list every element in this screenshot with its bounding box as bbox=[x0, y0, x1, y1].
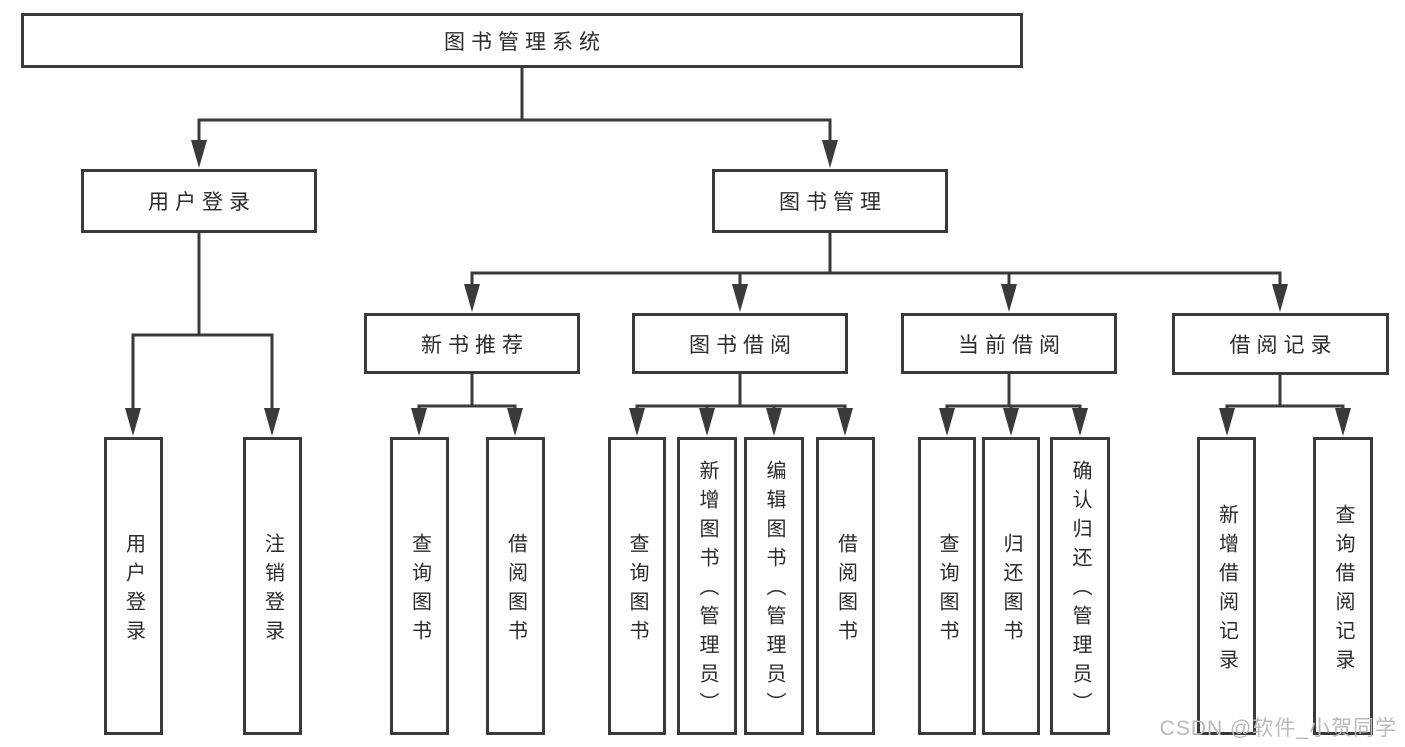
leaf-user-login: 用户登录 bbox=[104, 437, 163, 735]
node-current-borrow-label: 当前借阅 bbox=[958, 333, 1066, 357]
node-book-management-label: 图书管理 bbox=[779, 191, 887, 214]
node-user-login: 用户登录 bbox=[81, 169, 317, 233]
node-new-book-recommend-label: 新书推荐 bbox=[421, 333, 529, 357]
arrowhead-current-borrow bbox=[1001, 284, 1017, 312]
arrowhead-b2 bbox=[507, 408, 523, 436]
node-library-system: 图书管理系统 bbox=[21, 13, 1023, 68]
leaf-borrow-books-2: 借阅图书 bbox=[816, 437, 875, 735]
leaf-borrow-books-1: 借阅图书 bbox=[486, 437, 545, 735]
leaf-logout: 注销登录 bbox=[243, 437, 302, 735]
leaf-add-borrow-record: 新增借阅记录 bbox=[1197, 437, 1256, 735]
arrowhead-c3 bbox=[766, 408, 782, 436]
csdn-watermark: CSDN @软件_小贺同学 bbox=[1159, 717, 1397, 740]
leaf-query-books-1: 查询图书 bbox=[390, 437, 449, 735]
node-book-borrow-label: 图书借阅 bbox=[689, 333, 797, 357]
node-library-system-label: 图书管理系统 bbox=[444, 30, 606, 54]
node-book-management: 图书管理 bbox=[712, 169, 948, 233]
arrowhead-e2 bbox=[1335, 408, 1351, 436]
arrowhead-leaf-login bbox=[125, 408, 141, 436]
node-user-login-label: 用户登录 bbox=[148, 191, 256, 214]
arrowhead-c4 bbox=[837, 408, 853, 436]
node-new-book-recommend: 新书推荐 bbox=[364, 313, 580, 374]
arrowhead-c1 bbox=[629, 408, 645, 436]
leaf-edit-books-admin: 编辑图书（管理员） bbox=[744, 437, 804, 735]
leaf-query-books-3: 查询图书 bbox=[918, 437, 976, 735]
arrowhead-d3 bbox=[1072, 408, 1088, 436]
arrowhead-book-borrow bbox=[732, 284, 748, 312]
arrowhead-user-login bbox=[191, 140, 207, 168]
arrowhead-b1 bbox=[411, 408, 427, 436]
leaf-add-books-admin: 新增图书（管理员） bbox=[677, 437, 737, 735]
leaf-query-borrow-record: 查询借阅记录 bbox=[1313, 437, 1373, 735]
node-book-borrow: 图书借阅 bbox=[632, 313, 848, 374]
arrowhead-book-management bbox=[822, 140, 838, 168]
arrowhead-e1 bbox=[1219, 408, 1235, 436]
arrowhead-d1 bbox=[939, 408, 955, 436]
node-current-borrow: 当前借阅 bbox=[901, 313, 1117, 374]
leaf-query-books-2: 查询图书 bbox=[608, 437, 666, 735]
arrowhead-new-book bbox=[464, 284, 480, 312]
arrowhead-c2 bbox=[699, 408, 715, 436]
leaf-confirm-return-admin: 确认归还（管理员） bbox=[1050, 437, 1110, 735]
node-borrow-record: 借阅记录 bbox=[1172, 313, 1389, 375]
node-borrow-record-label: 借阅记录 bbox=[1229, 334, 1338, 357]
arrowhead-borrow-record bbox=[1272, 284, 1288, 312]
arrowhead-leaf-logout bbox=[264, 408, 280, 436]
leaf-return-books: 归还图书 bbox=[982, 437, 1040, 735]
arrowhead-d2 bbox=[1003, 408, 1019, 436]
